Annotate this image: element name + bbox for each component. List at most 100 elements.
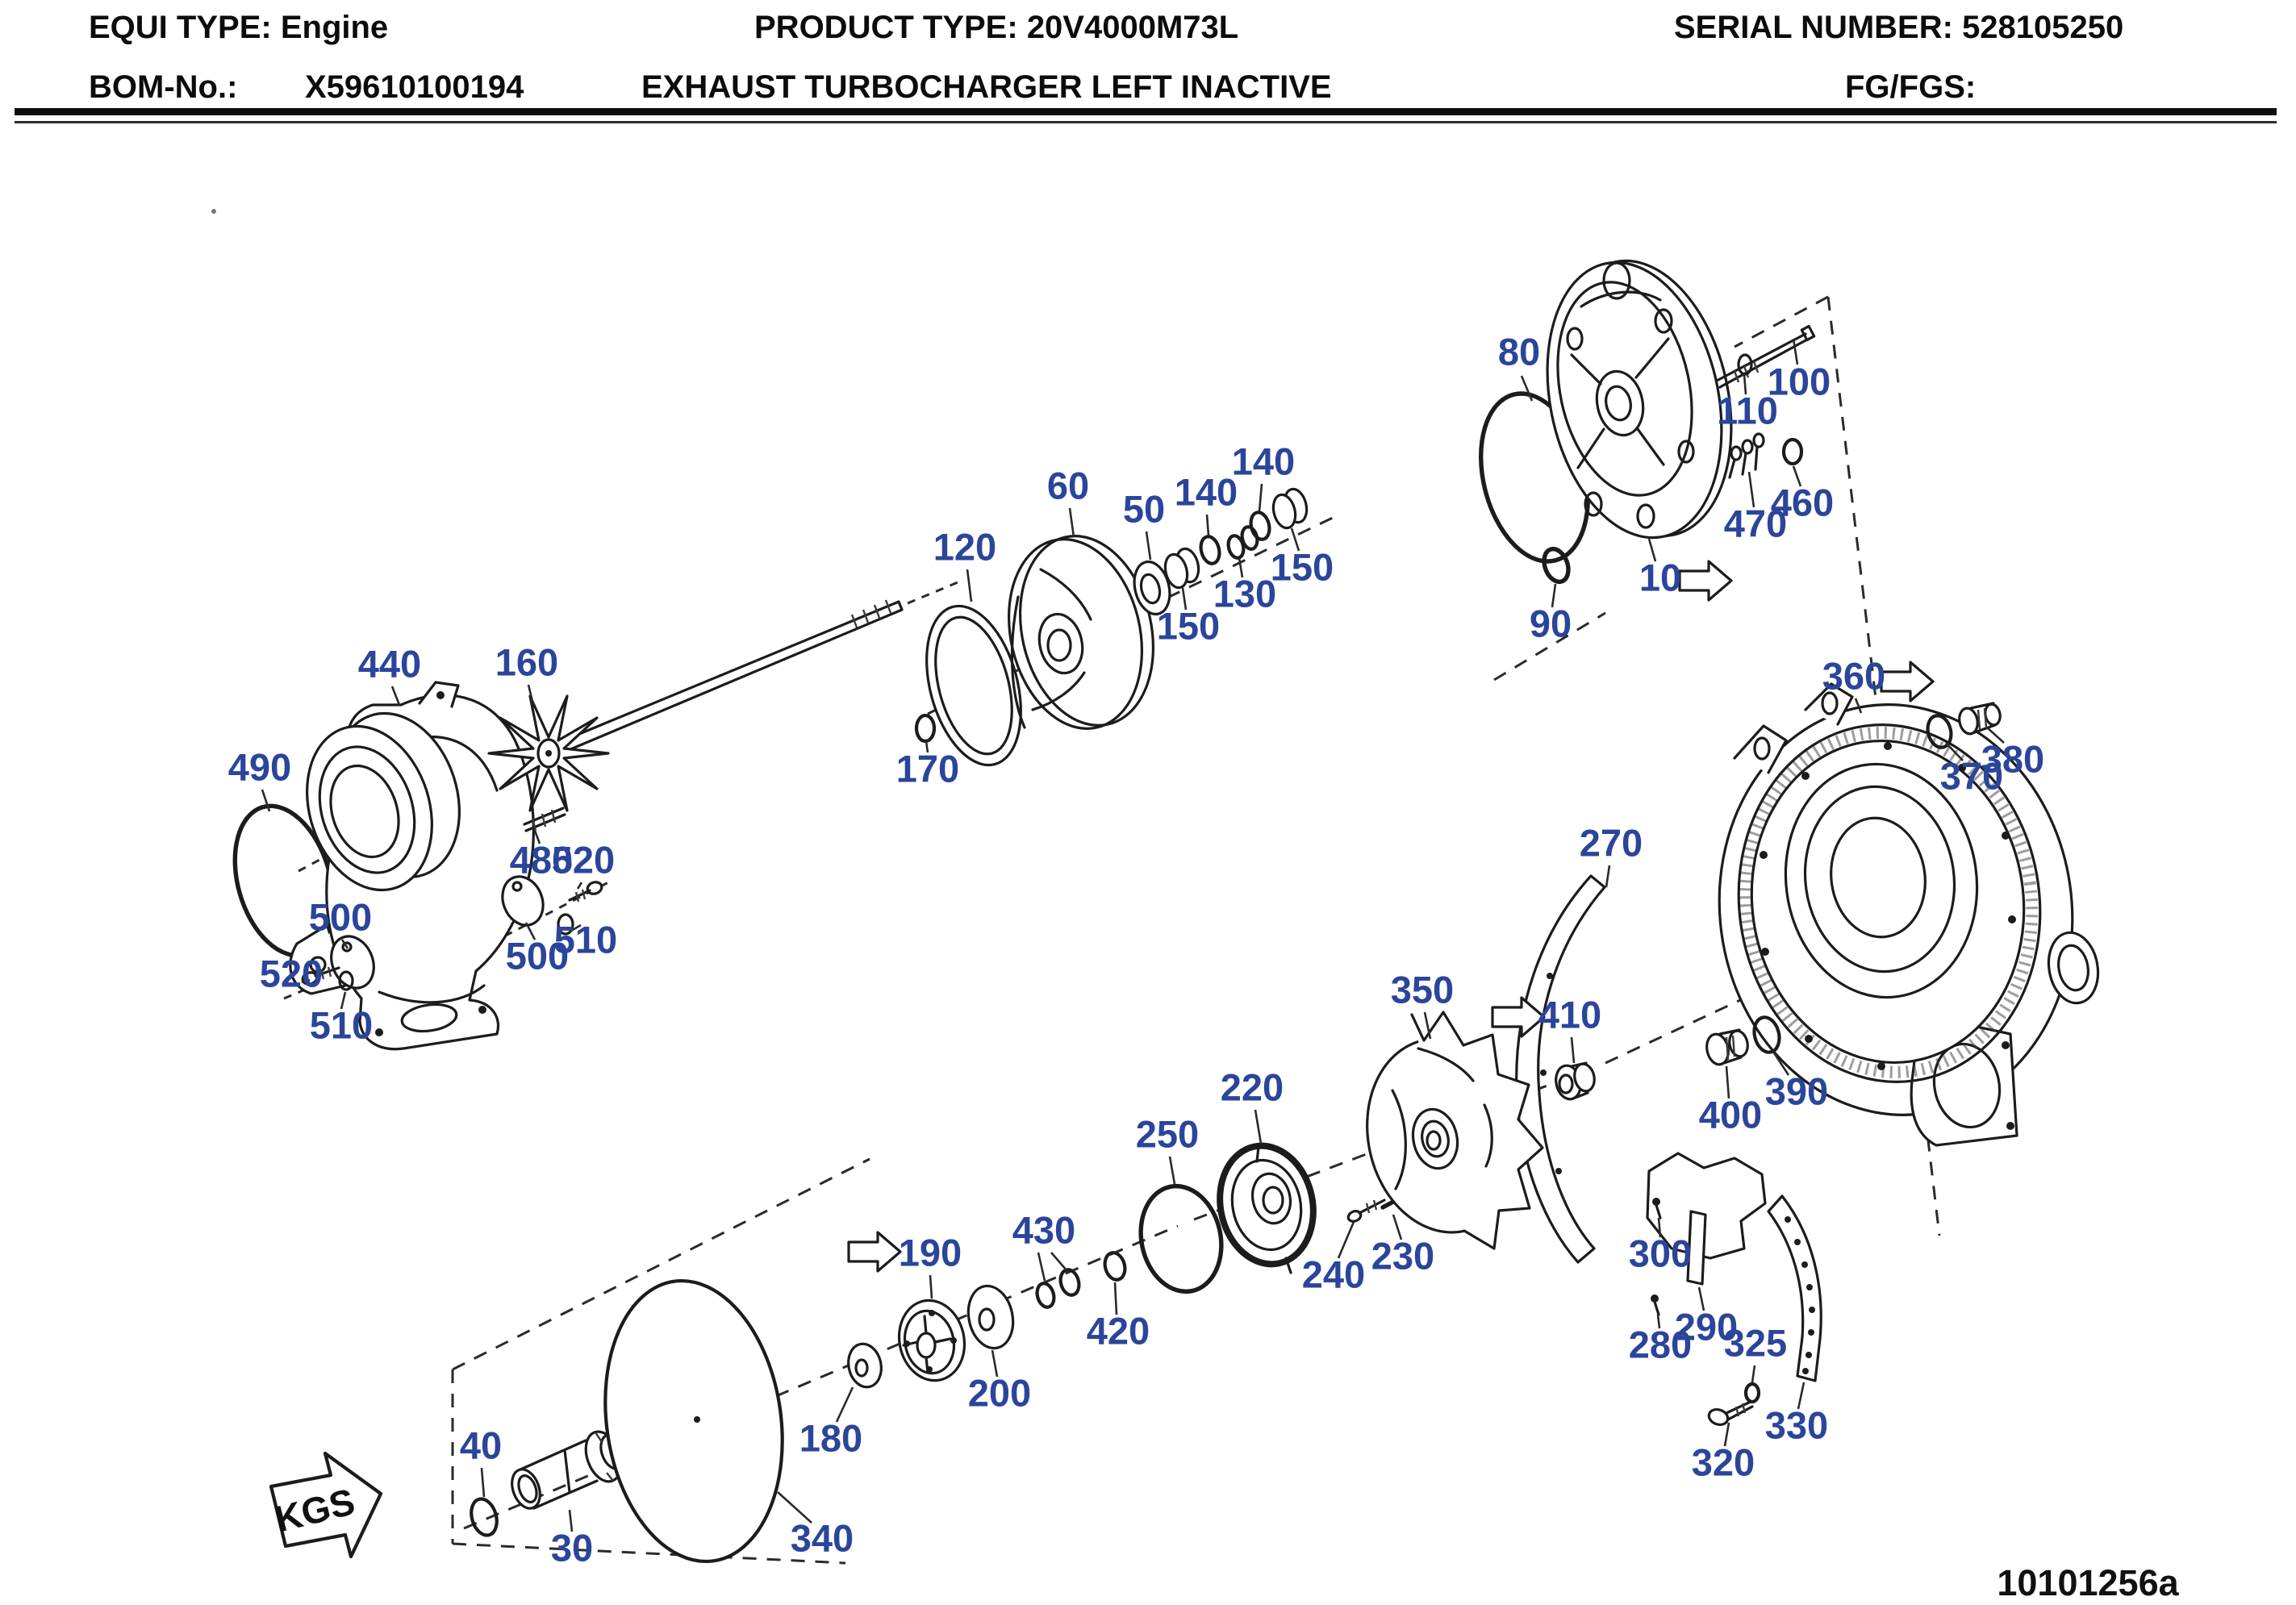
product-type: PRODUCT TYPE: 20V4000M73L — [754, 10, 1238, 46]
part-number-label-170: 170 — [896, 747, 959, 790]
serial-number-value: 528105250 — [1962, 10, 2124, 45]
product-type-label: PRODUCT TYPE: — [754, 10, 1018, 45]
part-480-stud-drawing — [523, 807, 566, 832]
callout-leader-380 — [1986, 727, 2005, 744]
callout-leader-80 — [1520, 375, 1534, 402]
part-number-label-420: 420 — [1087, 1309, 1150, 1352]
part-325-washer-drawing — [1743, 1382, 1761, 1404]
part-number-label-340: 340 — [791, 1516, 854, 1559]
part-number-label-500: 500 — [309, 895, 372, 938]
part-240-screw-drawing — [1346, 1199, 1386, 1223]
part-number-label-320: 320 — [1692, 1440, 1755, 1483]
callout-leader-110 — [1743, 373, 1747, 395]
part-number-label-50: 50 — [1123, 487, 1165, 530]
direction-arrow-icon — [1491, 996, 1546, 1038]
part-number-label-120: 120 — [933, 525, 996, 568]
equi-type: EQUI TYPE: Engine — [89, 10, 388, 46]
callout-leader-170 — [925, 740, 929, 753]
part-number-label-325: 325 — [1724, 1321, 1787, 1364]
part-120-seal-ring-drawing — [925, 604, 1022, 767]
part-320-bolt-drawing — [1707, 1400, 1754, 1427]
callout-leader-220 — [1254, 1109, 1263, 1144]
kgs-arrow: KGS — [269, 1451, 383, 1559]
callout-leader-510 — [570, 923, 582, 932]
callout-leader-280 — [1656, 1314, 1661, 1329]
callout-leader-30 — [568, 1509, 574, 1532]
callout-leader-370 — [1945, 742, 1964, 761]
part-200-disc-drawing — [966, 1284, 1015, 1350]
part-number-label-410: 410 — [1538, 993, 1601, 1036]
part-60-compressor-cover-drawing — [1007, 535, 1155, 730]
callout-leader-500 — [524, 922, 536, 940]
callout-leader-520 — [576, 882, 583, 890]
callout-leader-140 — [1205, 514, 1210, 536]
part-430-rings-drawing — [1035, 1268, 1081, 1309]
part-280-screw-drawing — [1651, 1294, 1660, 1316]
part-number-label-10: 10 — [1639, 556, 1681, 598]
callout-leader-60 — [1068, 507, 1075, 538]
part-300-screw-drawing — [1652, 1198, 1662, 1219]
part-370-retaining-ring-drawing — [1926, 714, 1953, 749]
direction-arrow-icon — [1880, 661, 1935, 702]
callout-leader-150 — [1181, 587, 1188, 611]
part-number-label-90: 90 — [1530, 602, 1572, 644]
callout-leader-390 — [1772, 1051, 1790, 1076]
part-number-label-160: 160 — [495, 640, 558, 683]
callout-leader-270 — [1605, 865, 1611, 888]
callout-leader-10 — [1647, 538, 1657, 562]
part-380-screw-plug-drawing — [1958, 702, 2002, 736]
part-number-label-150: 150 — [1157, 604, 1220, 647]
part-number-label-510: 510 — [554, 918, 617, 961]
part-number-label-140: 140 — [1175, 470, 1238, 513]
part-510-washer-left-drawing — [338, 970, 354, 991]
part-number-label-30: 30 — [551, 1526, 593, 1569]
callout-leader-420 — [1113, 1282, 1118, 1315]
callout-leader-470 — [1747, 471, 1755, 508]
bom-no-value: X59610100194 — [305, 69, 524, 105]
part-40-o-ring-drawing — [470, 1497, 499, 1537]
kgs-arrow-icon — [269, 1451, 383, 1559]
equi-type-label: EQUI TYPE: — [89, 10, 272, 45]
callout-leader-150 — [1290, 527, 1300, 552]
part-number-label-520: 520 — [260, 952, 323, 994]
part-520-bolt-right-drawing — [568, 881, 603, 903]
callout-leader-160 — [527, 684, 535, 706]
callout-leader-430 — [1050, 1252, 1068, 1272]
part-350-compressor-wheel-drawing — [1366, 1011, 1544, 1250]
callout-leader-320 — [1723, 1422, 1730, 1447]
callout-leader-325 — [1751, 1365, 1756, 1383]
part-420-ring-drawing — [1103, 1251, 1127, 1282]
assembly-title: EXHAUST TURBOCHARGER LEFT INACTIVE — [641, 69, 1332, 105]
part-number-label-350: 350 — [1391, 968, 1454, 1011]
part-number-label-220: 220 — [1221, 1065, 1284, 1108]
part-number-label-520: 520 — [552, 838, 615, 881]
callout-leader-410 — [1570, 1036, 1576, 1064]
part-number-label-440: 440 — [358, 642, 421, 685]
part-number-label-510: 510 — [310, 1003, 373, 1046]
part-520-bolt-left-drawing — [301, 966, 340, 986]
part-number-label-490: 490 — [228, 745, 291, 788]
part-390-seal-ring-drawing — [1752, 1015, 1781, 1054]
part-90-profile-ring-drawing — [1542, 546, 1571, 585]
serial-number-label: SERIAL NUMBER: — [1674, 10, 1953, 45]
part-number-label-180: 180 — [799, 1416, 862, 1459]
direction-arrow-icon — [847, 1231, 902, 1273]
part-500-cover-plate-right-drawing — [501, 875, 545, 927]
callout-leader-330 — [1797, 1382, 1805, 1410]
part-150-sleeve-right-drawing — [1271, 487, 1309, 530]
part-number-label-40: 40 — [460, 1424, 502, 1466]
header-rule-thin — [15, 121, 2277, 123]
callout-leader-250 — [1168, 1156, 1176, 1185]
part-number-label-430: 430 — [1012, 1208, 1075, 1251]
callout-leader-350 — [1423, 1011, 1432, 1040]
part-number-label-200: 200 — [968, 1371, 1031, 1414]
callout-leader-400 — [1725, 1065, 1730, 1099]
callout-leader-500 — [340, 939, 349, 949]
part-290-strip-drawing — [1686, 1210, 1707, 1286]
part-number-label-130: 130 — [1213, 572, 1276, 615]
part-number-label-390: 390 — [1765, 1069, 1828, 1112]
part-140-ring-right-drawing — [1249, 511, 1271, 541]
part-number-label-290: 290 — [1675, 1305, 1738, 1348]
callout-leader-340 — [777, 1491, 812, 1524]
